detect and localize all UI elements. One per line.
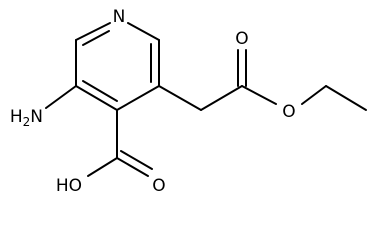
acid-hydroxyl-label: HO (56, 176, 82, 196)
bond-n1-c2 (75, 22, 111, 41)
bond-c3-n-amino (45, 85, 77, 109)
bond-c-acid-o-carbonyl-1 (116, 157, 149, 177)
structure-diagram: N O O H2N O HO (10, 7, 367, 196)
bond-c3-c4-inner (82, 80, 118, 102)
bond-o-ether-ch2 (301, 85, 327, 105)
bond-c-acid-o-hydroxyl (87, 157, 118, 177)
bond-c5-ch2 (158, 85, 202, 111)
bond-ch2-ch3 (325, 85, 367, 111)
bond-n1-c2-inner (82, 30, 110, 46)
atom-labels: N O O H2N O HO (10, 7, 296, 196)
bond-c-ester-o-ether (241, 85, 277, 105)
acid-carbonyl-oxygen-label: O (152, 176, 165, 196)
bond-ch2-c-ester (200, 85, 243, 111)
bond-n1-c6 (127, 22, 160, 41)
amino-group-label: H2N (10, 107, 43, 129)
bond-c-acid-o-carbonyl-2 (120, 150, 153, 170)
ester-ether-oxygen-label: O (282, 102, 295, 122)
ester-carbonyl-oxygen-label: O (235, 29, 248, 49)
ring-nitrogen-label: N (113, 7, 126, 27)
bond-c3-c4 (75, 85, 118, 111)
bonds (45, 22, 367, 177)
bond-c4-c5 (116, 85, 160, 111)
